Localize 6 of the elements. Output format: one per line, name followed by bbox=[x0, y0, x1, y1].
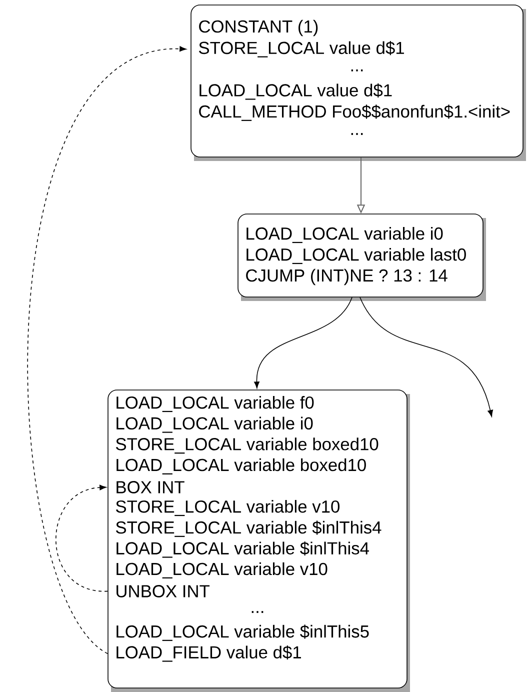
code-box: LOAD_LOCAL variable i0 LOAD_LOCAL variable last0 CJUMP (INT)NE ? 13 : 14 bbox=[238, 214, 486, 301]
arrow bbox=[56, 484, 108, 592]
arrow bbox=[360, 297, 493, 417]
code-box: CONSTANT (1) STORE_LOCAL value d$1 ... LOAD_LOCAL value d$1 CALL_METHOD Foo$$anonfun$1.<init> ... bbox=[190, 4, 526, 161]
code-box: LOAD_LOCAL variable f0 LOAD_LOCAL variable i0 STORE_LOCAL variable boxed10 LOAD_LOCAL variable boxed10 BOX INT STORE_LOCAL variable v10 STORE_LOCAL variable $inlThis4 LOAD_LOCAL variable $inlThis4 LOAD_LOCAL variable v10 UNBOX INT ... LOAD_LOCAL variable $inlThis5 LOAD_FIELD value d$1 bbox=[108, 390, 410, 692]
arrow bbox=[254, 297, 352, 388]
